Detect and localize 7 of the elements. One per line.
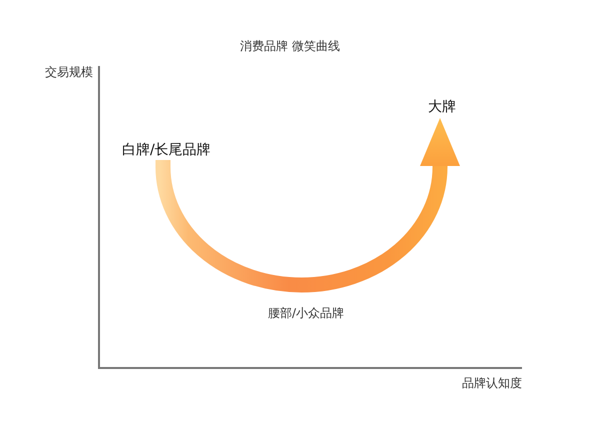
axis-label: 品牌认知度 [462,375,522,392]
curved-arrow [156,118,460,292]
axis-label: 交易规模 [45,64,93,81]
curve-end-label: 大牌 [428,98,456,116]
curve-label: 腰部/小众品牌 [268,305,344,322]
chart-title: 消费品牌 微笑曲线 [239,38,341,55]
curve-end-label: 白牌/长尾品牌 [122,141,211,159]
